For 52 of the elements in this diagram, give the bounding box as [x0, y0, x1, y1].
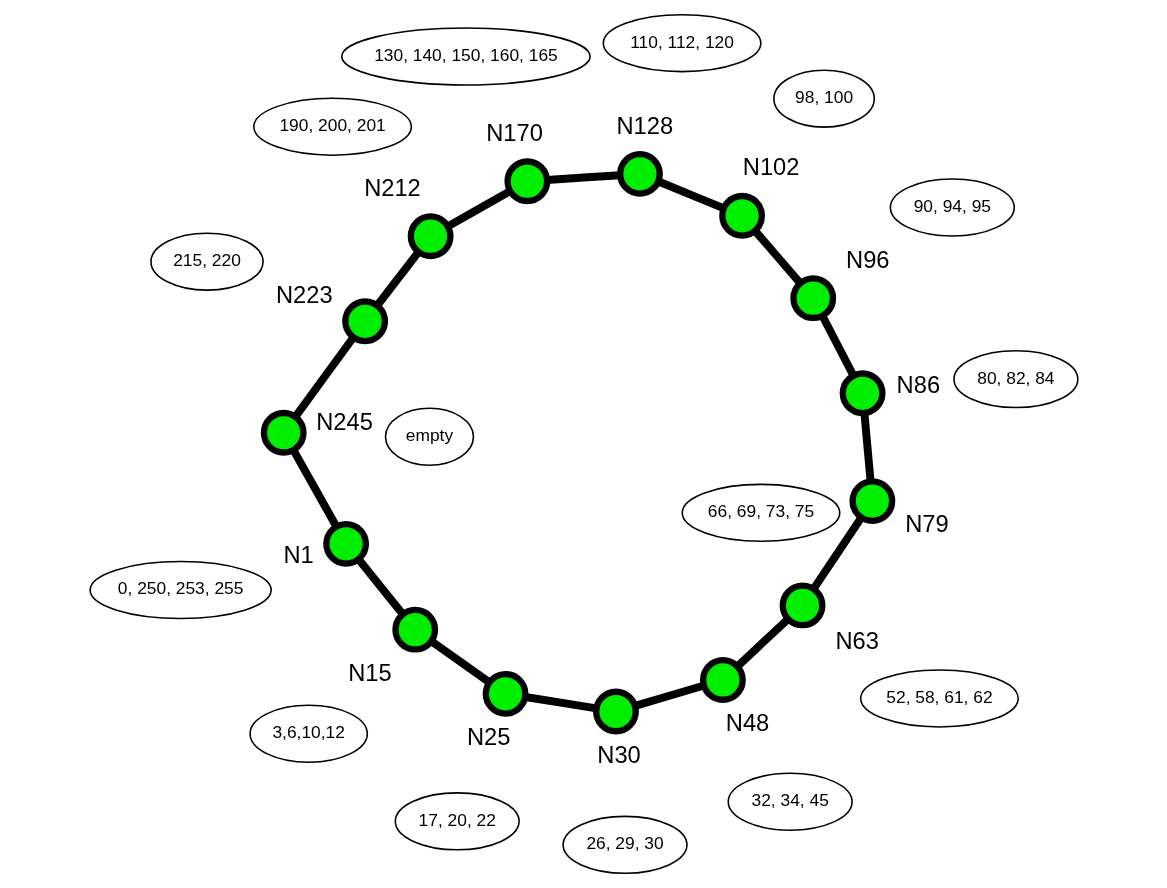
node-circle: [839, 370, 885, 417]
node-label: N15: [347, 660, 392, 687]
node-ellipse: 130, 140, 150, 160, 165: [340, 27, 591, 86]
node-ellipse: 110, 112, 120: [602, 13, 762, 73]
node-ellipse: 52, 58, 61, 62: [859, 669, 1019, 728]
node-label: N79: [904, 511, 949, 538]
node-label: N1: [283, 542, 314, 569]
node-ellipse: 90, 94, 95: [889, 178, 1015, 237]
connector: [734, 616, 791, 670]
node-circle: [503, 158, 550, 205]
connector: [818, 314, 857, 378]
node-ellipse: 80, 82, 84: [952, 349, 1079, 409]
node-circle: [718, 192, 765, 239]
node-circle: [616, 150, 663, 197]
node-circle: [407, 213, 454, 260]
node-ellipse: 190, 200, 201: [252, 97, 412, 156]
node-circle: [482, 670, 528, 717]
node-ellipse: 32, 34, 45: [727, 772, 853, 831]
connector: [355, 557, 406, 617]
connector: [373, 250, 421, 308]
node-ellipse: 66, 69, 73, 75: [680, 483, 841, 543]
node-ellipse: 3,6,10,12: [248, 704, 368, 763]
node-label: N86: [896, 371, 940, 398]
node-circle: [592, 688, 639, 735]
node-ellipse: 0, 250, 253, 255: [88, 560, 272, 620]
node-circle: [341, 298, 388, 345]
node-circle: [779, 582, 825, 629]
node-circle: [789, 275, 836, 322]
connector: [860, 413, 874, 482]
node-ellipse: 26, 29, 30: [561, 815, 688, 875]
node-ellipse: empty: [384, 407, 474, 466]
node-ellipse: 215, 220: [149, 232, 264, 291]
node-circle: [391, 606, 438, 653]
node-label: N170: [485, 119, 543, 146]
node-label: N223: [275, 282, 333, 309]
node-circle: [848, 478, 895, 525]
node-label: N63: [834, 628, 879, 655]
node-circle: [322, 520, 369, 567]
node-label: N102: [742, 154, 799, 181]
connector: [524, 693, 597, 713]
node-ellipse: 17, 20, 22: [394, 792, 520, 851]
node-label: N128: [615, 112, 673, 139]
node-circle: [699, 657, 746, 703]
connector: [751, 228, 803, 286]
node-label: N212: [363, 174, 421, 201]
node-circle: [260, 409, 307, 456]
node-label: N30: [596, 741, 641, 768]
node-label: N96: [845, 246, 890, 273]
node-label: N25: [466, 724, 510, 751]
node-ellipse: 98, 100: [772, 69, 875, 128]
node-label: N48: [725, 710, 769, 737]
node-label: N245: [315, 409, 373, 436]
